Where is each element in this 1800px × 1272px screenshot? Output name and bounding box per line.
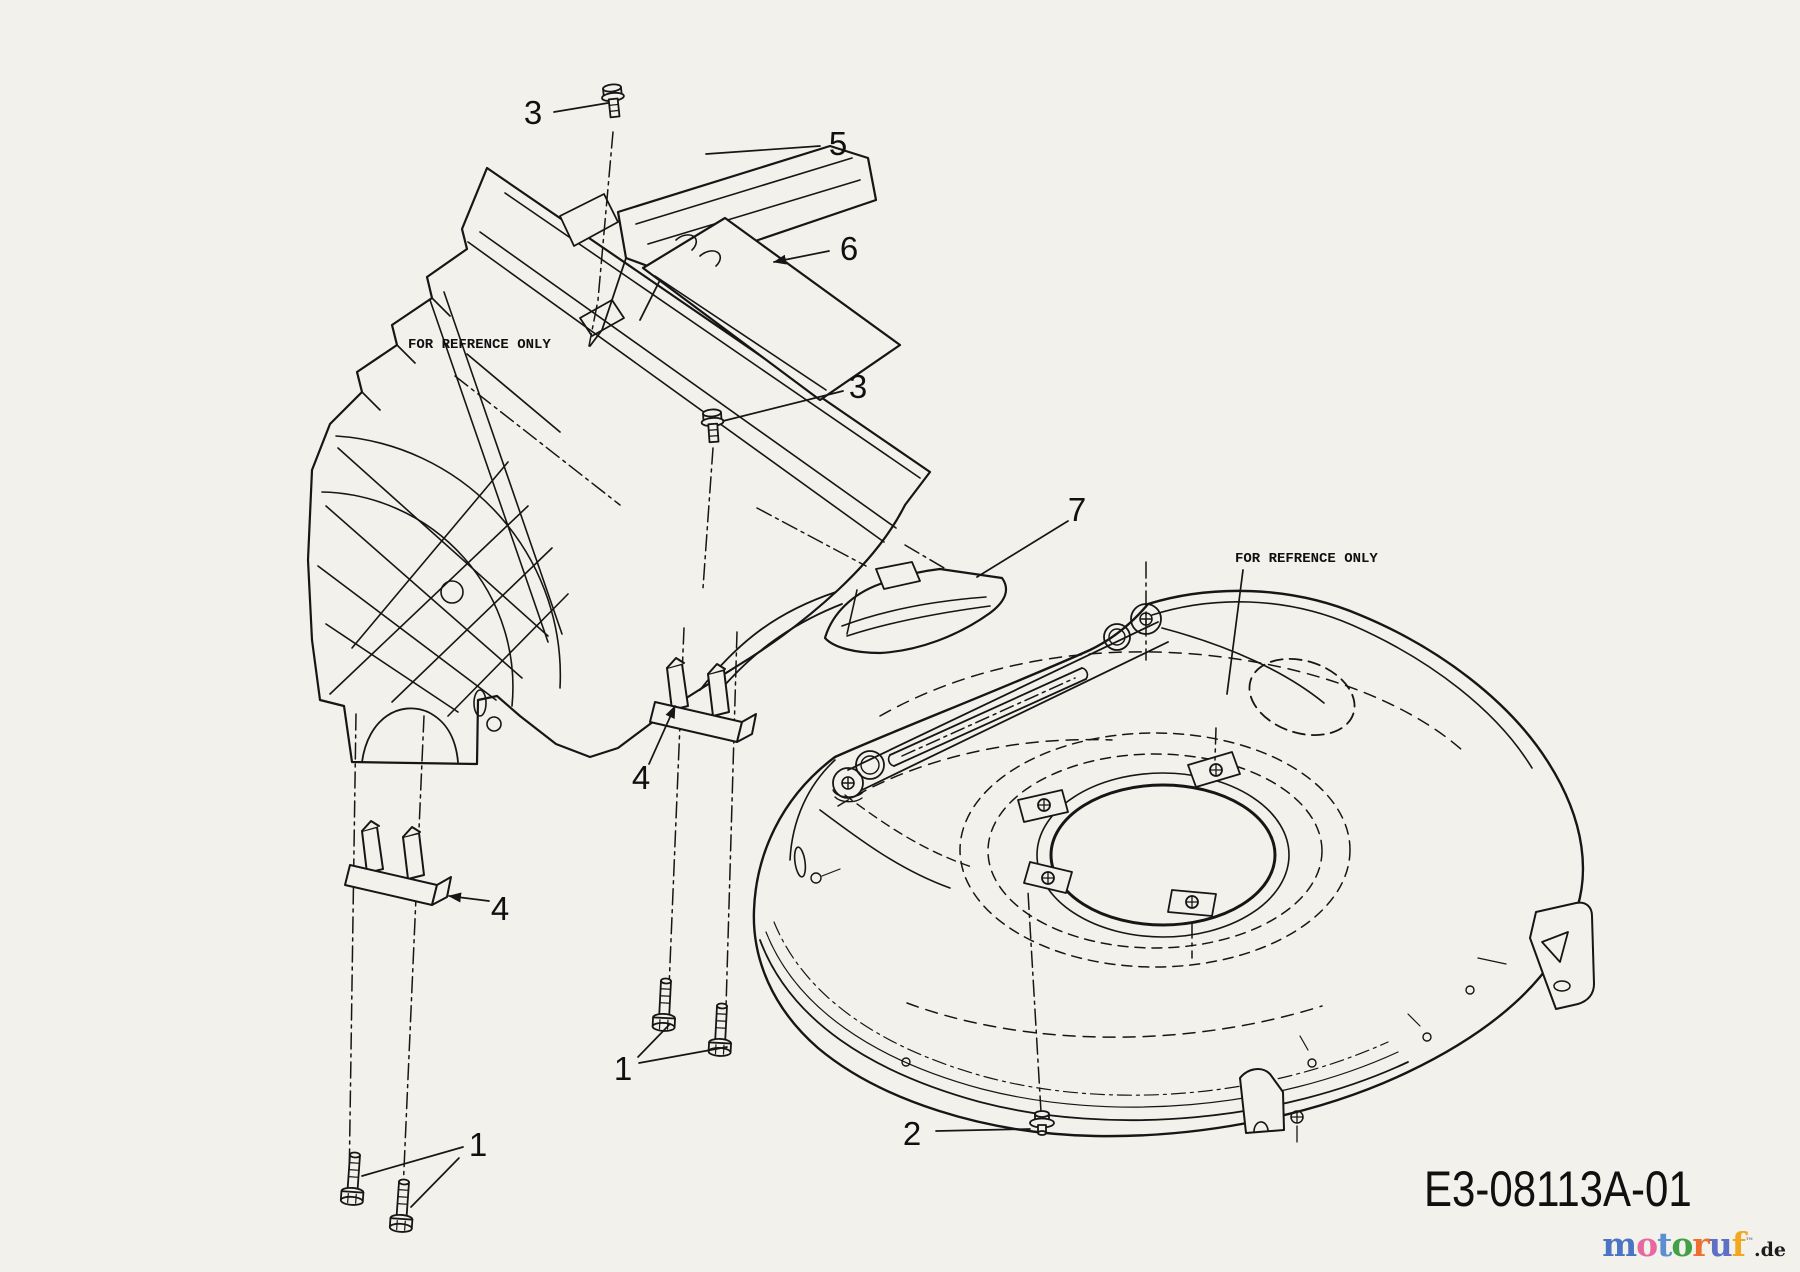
rear-baffle-part-drawing	[559, 144, 878, 347]
callout-4-upper: 4	[632, 759, 650, 796]
reference-note-left: FOR REFRENCE ONLY	[408, 337, 551, 353]
rear-housing-drawing	[306, 166, 932, 766]
callout-4-lower: 4	[491, 890, 509, 927]
callout-3-mid: 3	[849, 368, 867, 405]
callout-1-mid: 1	[614, 1050, 632, 1087]
site-logo-tld: .de	[1754, 1239, 1786, 1261]
callout-7: 7	[1068, 491, 1086, 528]
site-logo-letters: motoruf	[1602, 1225, 1746, 1264]
callout-1-bottom: 1	[469, 1126, 487, 1163]
callout-leader-lines	[361, 102, 1244, 1208]
housing-screws-drawing	[601, 83, 725, 444]
reference-notes: FOR REFRENCE ONLY FOR REFRENCE ONLY	[408, 337, 1378, 567]
part-code: E3-08113A-01	[1424, 1161, 1692, 1217]
deck-bolts-drawing	[339, 977, 732, 1233]
callout-labels: 3 5 6 3 7 4 4 1 1 2	[469, 94, 1086, 1163]
deck-screw-drawing	[1029, 1110, 1055, 1136]
mount-bracket-lower-drawing	[344, 820, 452, 906]
callout-5: 5	[829, 125, 847, 162]
callout-3-top: 3	[524, 94, 542, 131]
callout-6: 6	[840, 230, 858, 267]
cover-panel-part-drawing	[641, 216, 902, 402]
mower-deck-drawing	[752, 589, 1595, 1143]
trademark-mark: ™	[1745, 1237, 1754, 1247]
site-logo[interactable]: motoruf™.de	[1602, 1225, 1786, 1264]
deflector-part-drawing	[823, 561, 1008, 655]
reference-note-right: FOR REFRENCE ONLY	[1235, 551, 1378, 567]
callout-2: 2	[903, 1115, 921, 1152]
